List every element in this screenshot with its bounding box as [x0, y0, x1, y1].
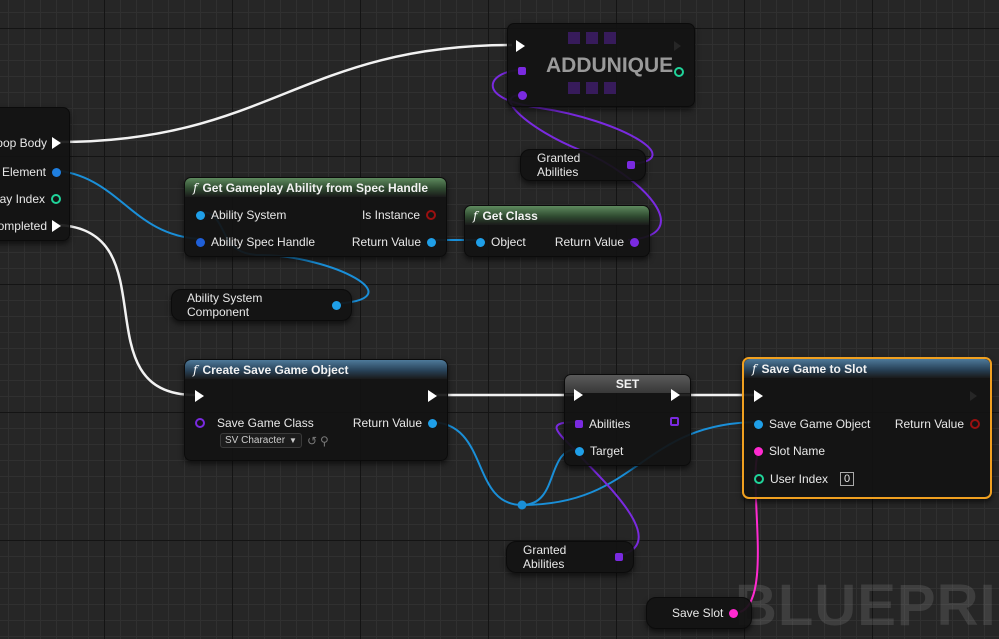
create-save-exec-out-pin[interactable] [428, 390, 437, 402]
save-slot-exec-out-pin[interactable] [970, 390, 980, 402]
set-abilities-node[interactable]: SET Abilities Target [564, 374, 691, 466]
create-save-return-label: Return Value [352, 416, 422, 430]
granted-abilities-variable-top[interactable]: Granted Abilities [520, 149, 646, 181]
save-slot-variable[interactable]: Save Slot [646, 597, 752, 629]
for-each-loop-node[interactable]: oop Body Element ay Index ompleted [0, 107, 70, 241]
use-selected-icon[interactable]: ↺ [306, 433, 318, 448]
save-slot-exec-in-pin[interactable] [754, 390, 763, 402]
ability-spec-handle-label: Ability Spec Handle [211, 235, 316, 249]
save-game-class-dropdown[interactable]: SV Character ▼ [220, 433, 302, 448]
granted-abilities-pin[interactable] [615, 553, 623, 561]
function-icon: f [193, 362, 198, 377]
function-icon: f [193, 180, 198, 195]
granted-abilities-label: Granted Abilities [523, 543, 567, 571]
create-save-exec-in-pin[interactable] [195, 390, 204, 402]
save-game-object-pin[interactable] [754, 419, 763, 429]
target-pin[interactable] [575, 446, 584, 456]
create-save-game-object-node[interactable]: f Create Save Game Object Save Game Clas… [184, 359, 448, 461]
reroute-knot [517, 500, 527, 510]
ability-system-label: Ability System [211, 208, 287, 222]
completed-exec-pin[interactable] [52, 220, 61, 232]
set-exec-out-pin[interactable] [671, 389, 680, 401]
exec-wire-completed-to-create [57, 223, 196, 397]
set-title: SET [565, 375, 690, 393]
array-index-pin[interactable] [51, 194, 61, 204]
create-save-title: Create Save Game Object [202, 362, 349, 377]
addunique-exec-out-pin[interactable] [674, 40, 684, 52]
get-ability-return-pin[interactable] [427, 237, 436, 247]
ability-system-component-label: Ability System Component [187, 291, 263, 319]
get-class-return-pin[interactable] [630, 237, 639, 247]
ability-system-pin[interactable] [196, 210, 205, 220]
get-class-return-label: Return Value [554, 235, 624, 249]
loop-body-label: oop Body [0, 136, 47, 150]
granted-abilities-label: Granted Abilities [537, 151, 581, 179]
save-game-object-label: Save Game Object [769, 417, 871, 431]
object-pin[interactable] [476, 237, 485, 247]
addunique-item-pin[interactable] [518, 91, 527, 100]
get-gameplay-ability-node[interactable]: f Get Gameplay Ability from Spec Handle … [184, 177, 447, 257]
save-slot-pin[interactable] [729, 608, 739, 618]
loop-body-exec-pin[interactable] [52, 137, 61, 149]
browse-search-icon[interactable]: ⚲ [320, 433, 329, 448]
blueprint-watermark: BLUEPRINT [735, 573, 999, 638]
save-slot-label: Save Slot [672, 606, 724, 620]
save-return-to-reroute-wire [429, 421, 523, 506]
target-label: Target [590, 444, 624, 458]
get-class-node[interactable]: f Get Class Object Return Value [464, 205, 650, 257]
ability-system-component-pin[interactable] [332, 300, 341, 310]
addunique-title: ADDUNIQUE [546, 54, 674, 77]
user-index-label: User Index [770, 472, 829, 486]
abilities-label: Abilities [589, 417, 631, 431]
function-icon: f [752, 361, 757, 376]
granted-abilities-pin[interactable] [627, 161, 635, 169]
is-instance-pin[interactable] [426, 210, 436, 220]
save-slot-return-label: Return Value [894, 417, 964, 431]
granted-to-addunique-wire [491, 69, 654, 165]
save-game-class-label: Save Game Class [217, 416, 314, 430]
get-ability-return-label: Return Value [351, 235, 421, 249]
completed-label: ompleted [0, 219, 47, 233]
array-index-label: ay Index [0, 192, 45, 206]
save-slot-node-title: Save Game to Slot [761, 361, 867, 376]
chevron-down-icon: ▼ [289, 436, 297, 445]
addunique-node[interactable]: ADDUNIQUE [507, 23, 695, 107]
exec-wire-loop-to-addunique [57, 43, 513, 144]
ability-spec-handle-pin[interactable] [196, 237, 205, 247]
array-grid-icon [568, 32, 616, 98]
addunique-array-pin[interactable] [518, 67, 526, 75]
get-ability-title: Get Gameplay Ability from Spec Handle [202, 180, 429, 195]
slot-name-label: Slot Name [769, 444, 826, 458]
slot-name-pin[interactable] [754, 446, 763, 456]
save-game-to-slot-node[interactable]: f Save Game to Slot Save Game Object Ret… [742, 357, 992, 499]
addunique-exec-in-pin[interactable] [516, 40, 525, 52]
array-element-label: Element [1, 165, 46, 179]
addunique-index-pin[interactable] [674, 67, 684, 77]
array-element-pin[interactable] [52, 167, 61, 177]
element-to-spec-handle-wire [51, 169, 201, 240]
is-instance-label: Is Instance [361, 208, 420, 222]
save-game-class-pin[interactable] [195, 418, 205, 428]
user-index-pin[interactable] [754, 474, 764, 484]
object-label: Object [491, 235, 526, 249]
granted-abilities-variable-bottom[interactable]: Granted Abilities [506, 541, 634, 573]
set-exec-in-pin[interactable] [574, 389, 583, 401]
save-slot-return-pin[interactable] [970, 419, 980, 429]
user-index-input[interactable]: 0 [840, 472, 855, 486]
abilities-output-pin[interactable] [670, 417, 679, 426]
ability-system-component-variable[interactable]: Ability System Component [171, 289, 352, 321]
save-game-class-value: SV Character [225, 435, 286, 446]
function-icon: f [473, 208, 478, 223]
create-save-return-pin[interactable] [428, 418, 437, 428]
get-class-title: Get Class [482, 208, 538, 223]
abilities-input-pin[interactable] [575, 420, 583, 428]
